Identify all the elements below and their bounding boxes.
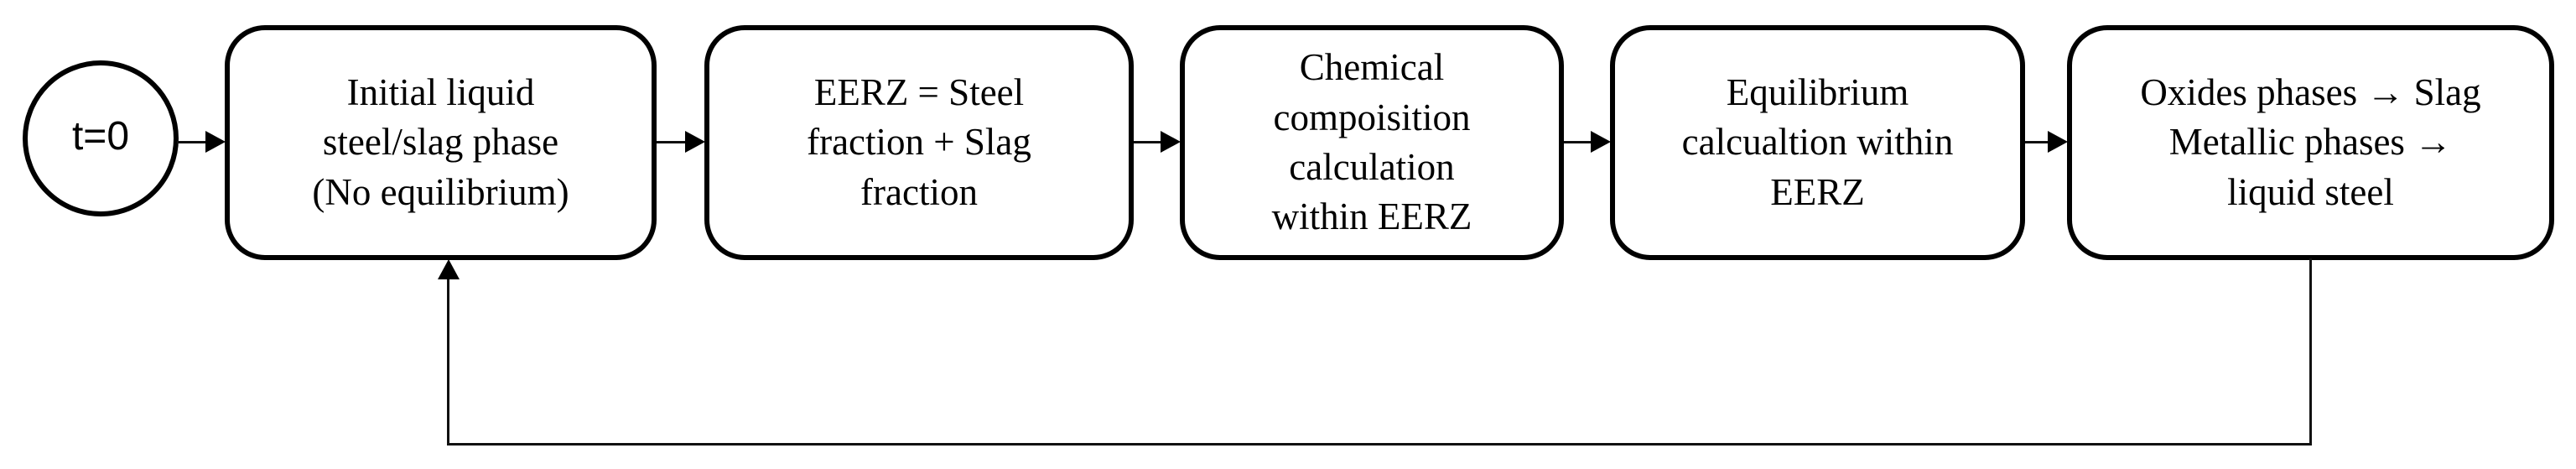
node-eerz-fractions-label: EERZ = Steel fraction + Slag fraction — [807, 70, 1031, 213]
node-eerz-fractions: EERZ = Steel fraction + Slag fraction — [704, 25, 1134, 260]
flow-connector-line — [1564, 141, 1592, 143]
flow-connector-line — [2025, 141, 2049, 143]
node-equilibrium-calculation-label: Equilibrium calcualtion within EERZ — [1681, 70, 1954, 213]
arrowhead-right-icon — [2048, 131, 2068, 153]
flow-connector-line — [177, 141, 207, 143]
feedback-line-up — [447, 279, 449, 445]
flow-connector-line — [657, 141, 687, 143]
node-initial-phase-label: Initial liquid steel/slag phase (No equi… — [312, 70, 569, 213]
node-initial-phase: Initial liquid steel/slag phase (No equi… — [225, 25, 657, 260]
flow-connector-line — [1134, 141, 1162, 143]
node-composition-calculation: Chemical compoisition calculation within… — [1180, 25, 1564, 260]
node-phase-assignment: Oxides phases → Slag Metallic phases → l… — [2067, 25, 2554, 260]
feedback-line-horizontal — [447, 443, 2312, 446]
arrowhead-up-icon — [438, 259, 460, 279]
feedback-line-down — [2309, 258, 2312, 446]
arrowhead-right-icon — [685, 131, 705, 153]
start-node-label: t=0 — [71, 114, 130, 159]
arrowhead-right-icon — [1591, 131, 1611, 153]
node-phase-assignment-label: Oxides phases → Slag Metallic phases → l… — [2140, 70, 2481, 213]
start-node-circle: t=0 — [23, 60, 179, 216]
node-equilibrium-calculation: Equilibrium calcualtion within EERZ — [1610, 25, 2025, 260]
arrowhead-right-icon — [205, 131, 226, 153]
arrowhead-right-icon — [1161, 131, 1181, 153]
node-composition-calculation-label: Chemical compoisition calculation within… — [1271, 46, 1472, 238]
